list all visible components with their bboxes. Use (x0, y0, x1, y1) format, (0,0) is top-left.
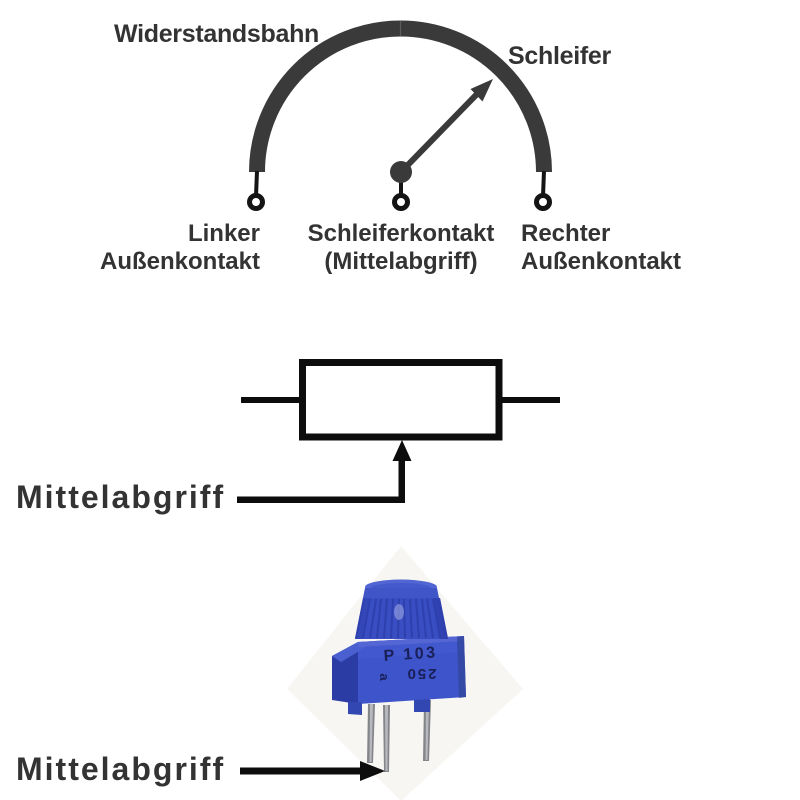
trimmer-markings: P 103 a 250 (377, 644, 438, 682)
label-center-terminal: Schleiferkontakt (Mittelabgriff) (301, 220, 501, 276)
resistor-lead-left (241, 397, 302, 403)
center-tap-arrowhead (392, 440, 412, 461)
marking-letter: a (377, 673, 392, 681)
marking-part-number: P 103 (383, 644, 438, 665)
trimmer-body (332, 636, 466, 715)
terminal-ring-left (247, 193, 265, 211)
track-label: Widerstandsbahn (114, 20, 320, 48)
terminal-ring-center (392, 193, 410, 211)
label-line-2: Außenkontakt (521, 248, 682, 275)
knob-left-shade (355, 598, 369, 639)
terminal-lead-left (254, 170, 259, 197)
label-line-2: (Mittelabgriff) (324, 248, 478, 275)
photo-pointer-arrow (240, 761, 385, 781)
trimmer-foot-left (348, 702, 362, 715)
trimmer-body-top-left-bevel (332, 642, 366, 662)
photo-pointer-shaft (240, 767, 362, 775)
wiper-label: Schleifer (508, 42, 611, 70)
center-tap-pointer-line (237, 496, 405, 503)
pin-center-highlight (385, 705, 388, 771)
trimmer-pins (367, 700, 431, 772)
label-right-terminal: Rechter Außenkontakt (521, 220, 731, 276)
resistor-body-rect (299, 359, 503, 441)
trimmer-knob (355, 579, 448, 639)
label-line-1: Rechter (521, 220, 611, 247)
marking-date-code: 250 (405, 665, 436, 682)
construction-diagram-graphic (247, 20, 552, 211)
wiper-arrowhead (470, 79, 493, 102)
wiper-arm-line (399, 90, 481, 174)
terminal-lead-right (541, 170, 546, 197)
label-line-1: Linker (187, 220, 260, 247)
photo-pointer-arrowhead (360, 761, 385, 781)
trimmer-photo-graphic: P 103 a 250 (287, 546, 523, 800)
pin-right-highlight (425, 700, 429, 760)
knob-light-spot (394, 604, 404, 620)
resistance-track-arc (249, 20, 552, 173)
trimmer-foot-right (414, 699, 430, 712)
knob-right-shade (433, 598, 448, 639)
center-tap-arrow-shaft (398, 456, 405, 503)
label-line-1: Schleiferkontakt (307, 220, 495, 247)
schematic-center-tap-label: Mittelabgriff (16, 479, 226, 515)
wiper-pivot-dot (390, 161, 412, 183)
label-line-2: Außenkontakt (99, 248, 260, 275)
knob-neck-band (363, 588, 439, 598)
trimmer-body-right-shade (457, 636, 466, 698)
pin-left-highlight (369, 704, 373, 762)
terminal-ring-right (534, 193, 552, 211)
label-left-terminal: Linker Außenkontakt (40, 220, 260, 276)
photo-center-tap-label: Mittelabgriff (16, 751, 226, 787)
trimmer-body-front-face (358, 636, 466, 704)
schematic-symbol-graphic (237, 359, 560, 503)
center-tap-arrow (237, 440, 412, 503)
resistor-lead-right (499, 397, 560, 403)
